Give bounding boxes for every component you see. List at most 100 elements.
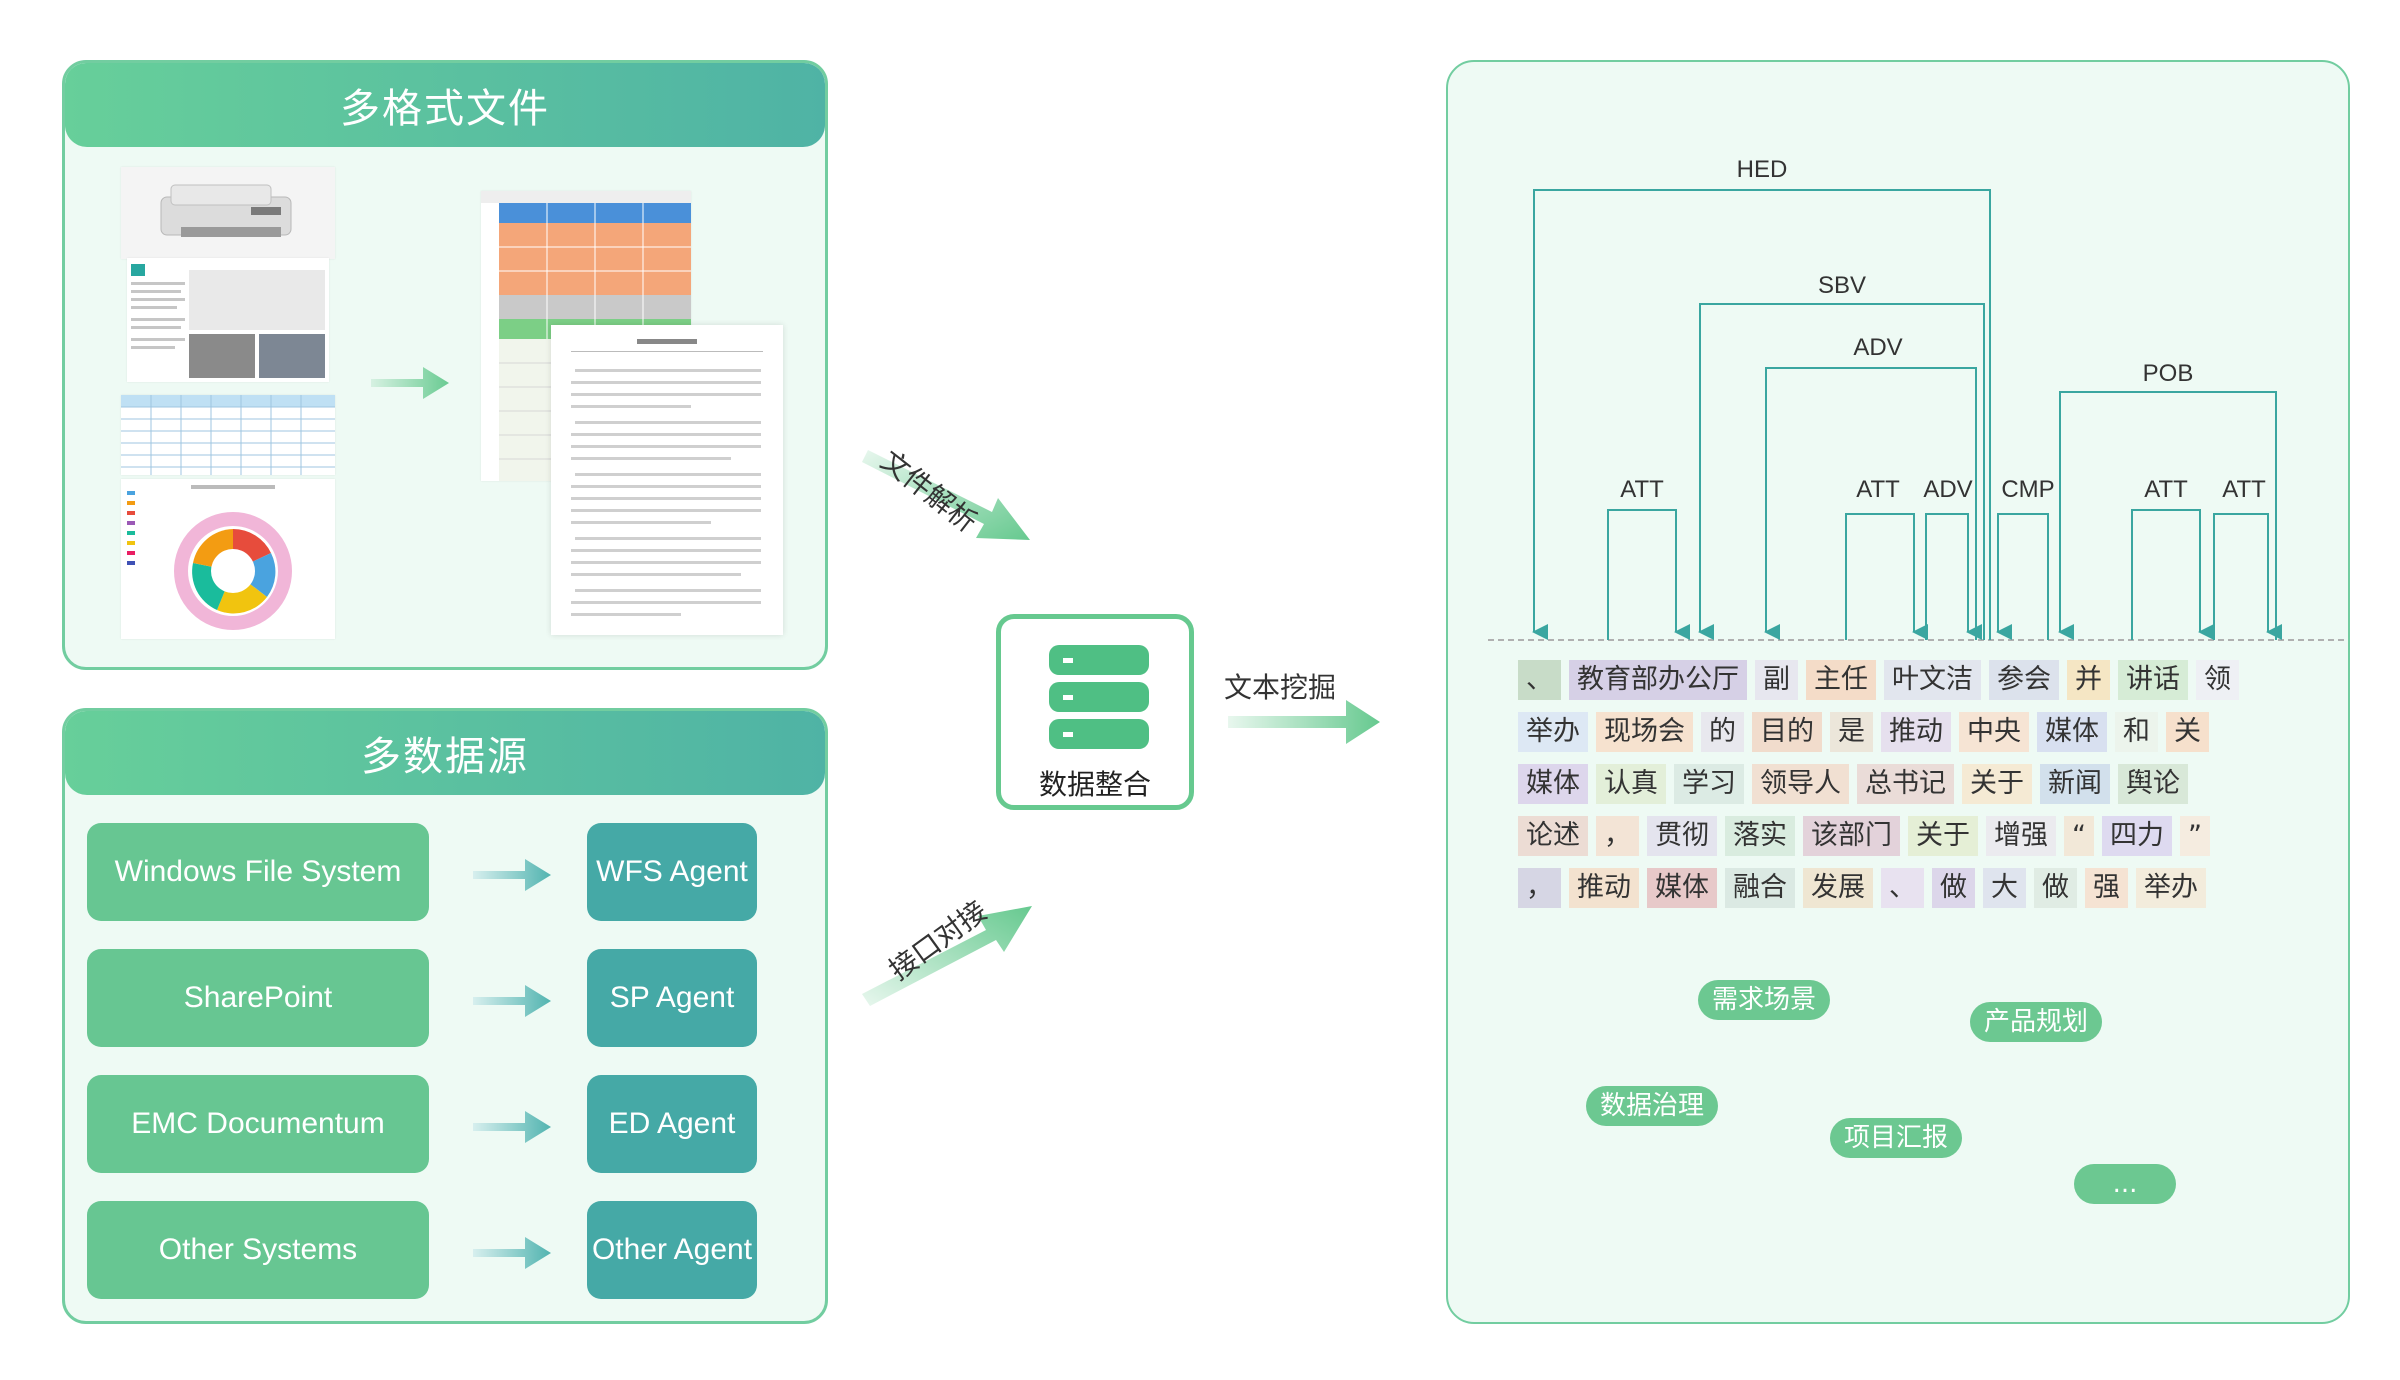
token: 讲话 [2118,660,2188,700]
token: 推动 [1881,712,1951,752]
doc-convert-arrow [371,367,449,399]
dep-label-att: ATT [1856,476,1900,503]
source-emc-documentum[interactable]: EMC Documentum [87,1075,429,1173]
token: 推动 [1569,868,1639,908]
token: 学习 [1674,764,1744,804]
token: 举办 [1518,712,1588,752]
tag-product-planning[interactable]: 产品规划 [1970,1002,2103,1042]
tag-requirement-scenario[interactable]: 需求场景 [1698,980,1831,1020]
source-windows-file-system[interactable]: Windows File System [87,823,429,921]
source-arrow [473,985,551,1017]
dep-label-adv: ADV [1853,334,1903,361]
token: 现场会 [1596,712,1693,752]
token: 领导人 [1752,764,1849,804]
file-parse-arrow [862,450,1030,540]
token: 叶文洁 [1884,660,1981,700]
files-panel: 多格式文件 [62,60,828,670]
dependency-arcs [1488,189,2348,641]
donut-chart-thumb [121,479,335,639]
dep-label-pob: POB [2142,360,2194,387]
dep-label-att: ATT [2144,476,2188,503]
token-row: 举办现场会的目的是推动中央媒体和关 [1518,712,2217,752]
dep-label-att: ATT [2222,476,2266,503]
source-arrow [473,1111,551,1143]
token: 舆论 [2118,764,2188,804]
files-panel-title: 多格式文件 [340,86,550,132]
text-mining-label: 文本挖掘 [1224,671,1337,704]
source-sharepoint[interactable]: SharePoint [87,949,429,1047]
token: 关 [2166,712,2209,752]
token: ， [1518,868,1561,908]
tag-project-report[interactable]: 项目汇报 [1830,1118,1963,1158]
token: ， [1596,816,1639,856]
token: 中央 [1959,712,2029,752]
token: 做 [1932,868,1975,908]
source-arrow [473,1237,551,1269]
dep-label-cmp: CMP [2001,476,2055,503]
token: “ [2064,816,2094,856]
sources-panel-header: 多数据源 [65,711,825,795]
token: 总书记 [1857,764,1954,804]
token: 媒体 [2037,712,2107,752]
token: 贯彻 [1647,816,1717,856]
agent-other[interactable]: Other Agent [587,1201,757,1299]
brochure-page [127,258,329,382]
token: 增强 [1986,816,2056,856]
token: 的 [1701,712,1744,752]
database-icon [1049,645,1149,749]
token: 参会 [1989,660,2059,700]
token: 媒体 [1647,868,1717,908]
token: 和 [2115,712,2158,752]
token-row: ，推动媒体融合发展、做大做强举办 [1518,868,2214,908]
token: 新闻 [2040,764,2110,804]
token: 论述 [1518,816,1588,856]
token-row: 、教育部办公厅副主任叶文洁参会并讲话领 [1518,660,2247,700]
token: 该部门 [1803,816,1900,856]
token: 举办 [2136,868,2206,908]
token: 目的 [1752,712,1822,752]
token: 副 [1755,660,1798,700]
token: 落实 [1725,816,1795,856]
spreadsheet-thumb [121,395,335,475]
token: 认真 [1596,764,1666,804]
token: 关于 [1962,764,2032,804]
text-doc-thumb [551,325,783,635]
token: 做 [2034,868,2077,908]
token: 主任 [1806,660,1876,700]
token: 融合 [1725,868,1795,908]
source-arrow [473,859,551,891]
agent-sp[interactable]: SP Agent [587,949,757,1047]
token-row: 论述，贯彻落实该部门关于增强“四力” [1518,816,2218,856]
token-area: 、教育部办公厅副主任叶文洁参会并讲话领 举办现场会的目的是推动中央媒体和关 媒体… [1510,660,2290,940]
scanner-image [121,167,335,259]
agent-ed[interactable]: ED Agent [587,1075,757,1173]
agent-wfs[interactable]: WFS Agent [587,823,757,921]
files-panel-header: 多格式文件 [65,63,825,147]
token: 领 [2196,660,2239,700]
dep-label-att: ATT [1620,476,1664,503]
token: 教育部办公厅 [1569,660,1747,700]
token: 并 [2067,660,2110,700]
integrate-box[interactable]: 数据整合 [996,614,1194,810]
source-other-systems[interactable]: Other Systems [87,1201,429,1299]
token: 关于 [1908,816,1978,856]
integrate-label: 数据整合 [1038,768,1151,801]
dep-label-hed: HED [1736,156,1788,183]
token: 强 [2085,868,2128,908]
token: 大 [1983,868,2026,908]
token: 四力 [2102,816,2172,856]
nlp-panel: HED SBV ADV POB ATT ATT ADV CMP ATT ATT … [1446,60,2350,1324]
dep-label-sbv: SBV [1817,272,1867,299]
token: 、 [1881,868,1924,908]
tag-data-governance[interactable]: 数据治理 [1586,1086,1719,1126]
token: 发展 [1803,868,1873,908]
text-mining-arrow [1228,700,1380,744]
api-connect-arrow [862,906,1032,1006]
token: 媒体 [1518,764,1588,804]
token: ” [2180,816,2210,856]
sources-panel-title: 多数据源 [361,734,529,780]
tag-more[interactable]: ... [2074,1164,2176,1204]
token-row: 媒体认真学习领导人总书记关于新闻舆论 [1518,764,2196,804]
sources-panel: 多数据源 Windows File System SharePoint EMC … [62,708,828,1324]
token: 、 [1518,660,1561,700]
